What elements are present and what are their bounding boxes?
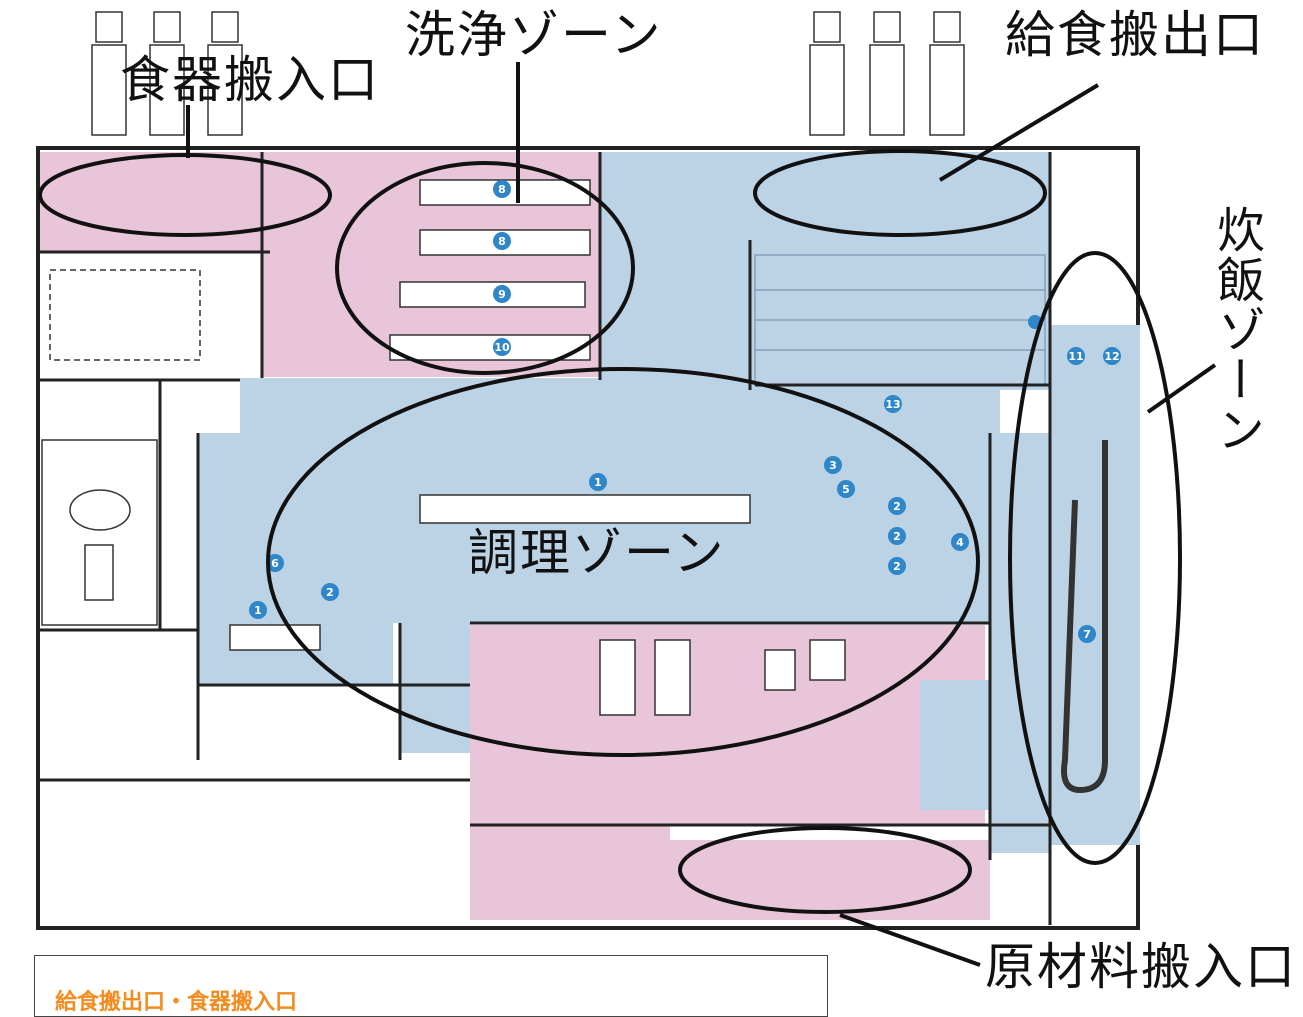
marker-number: 13 <box>885 398 900 411</box>
marker <box>493 180 511 198</box>
marker-number: 11 <box>1068 350 1083 363</box>
caption-box: 給食搬出口・食器搬入口 <box>34 955 828 1017</box>
marker <box>249 601 267 619</box>
marker <box>493 285 511 303</box>
label-material-entrance: 原材料搬入口 <box>985 938 1297 996</box>
marker-number: 4 <box>956 536 964 549</box>
marker-number: 8 <box>498 183 506 196</box>
label-cooking-zone: 調理ゾーン <box>468 524 726 582</box>
marker <box>493 232 511 250</box>
marker-number: 9 <box>498 288 506 301</box>
caption-text: 給食搬出口・食器搬入口 <box>55 990 298 1015</box>
marker-number: 5 <box>842 483 850 496</box>
marker <box>493 338 511 356</box>
trucks-right <box>809 11 965 136</box>
marker-number: 6 <box>271 557 279 570</box>
marker <box>888 557 906 575</box>
label-meal-exit: 給食搬出口 <box>1005 6 1265 64</box>
marker-number: 2 <box>893 560 901 573</box>
trucks-left <box>91 11 243 136</box>
zone-ellipses <box>38 149 1182 914</box>
marker-number: 2 <box>326 586 334 599</box>
meeting-room <box>41 439 158 626</box>
cooking-line <box>229 494 846 716</box>
marker <box>888 527 906 545</box>
marker-number: 1 <box>594 476 602 489</box>
leader-lines <box>186 62 1217 967</box>
label-rice-zone: 炊飯ゾーン <box>1208 205 1264 455</box>
blue-zones <box>198 152 1140 853</box>
label-tableware-entrance: 食器搬入口 <box>120 51 380 109</box>
marker-number: 12 <box>1104 350 1119 363</box>
marker <box>951 533 969 551</box>
marker-number: 2 <box>893 500 901 513</box>
marker-number: 8 <box>498 235 506 248</box>
marker-number: 10 <box>494 341 510 354</box>
marker-number: 3 <box>829 459 837 472</box>
marker <box>1067 347 1085 365</box>
marker-number: 7 <box>1083 628 1091 641</box>
hall-dashed <box>49 269 201 361</box>
marker-number: 2 <box>893 530 901 543</box>
label-washing-zone: 洗浄ゾーン <box>405 6 663 64</box>
interior-walls <box>38 152 1052 925</box>
marker <box>1103 347 1121 365</box>
marker-number: 1 <box>254 604 262 617</box>
marker <box>589 473 607 491</box>
washing-equipment <box>389 179 591 361</box>
marker <box>884 395 902 413</box>
marker <box>321 583 339 601</box>
marker <box>824 456 842 474</box>
marker <box>837 480 855 498</box>
marker <box>1078 625 1096 643</box>
rice-conveyor <box>1061 440 1108 794</box>
marker <box>888 497 906 515</box>
marker <box>266 554 284 572</box>
